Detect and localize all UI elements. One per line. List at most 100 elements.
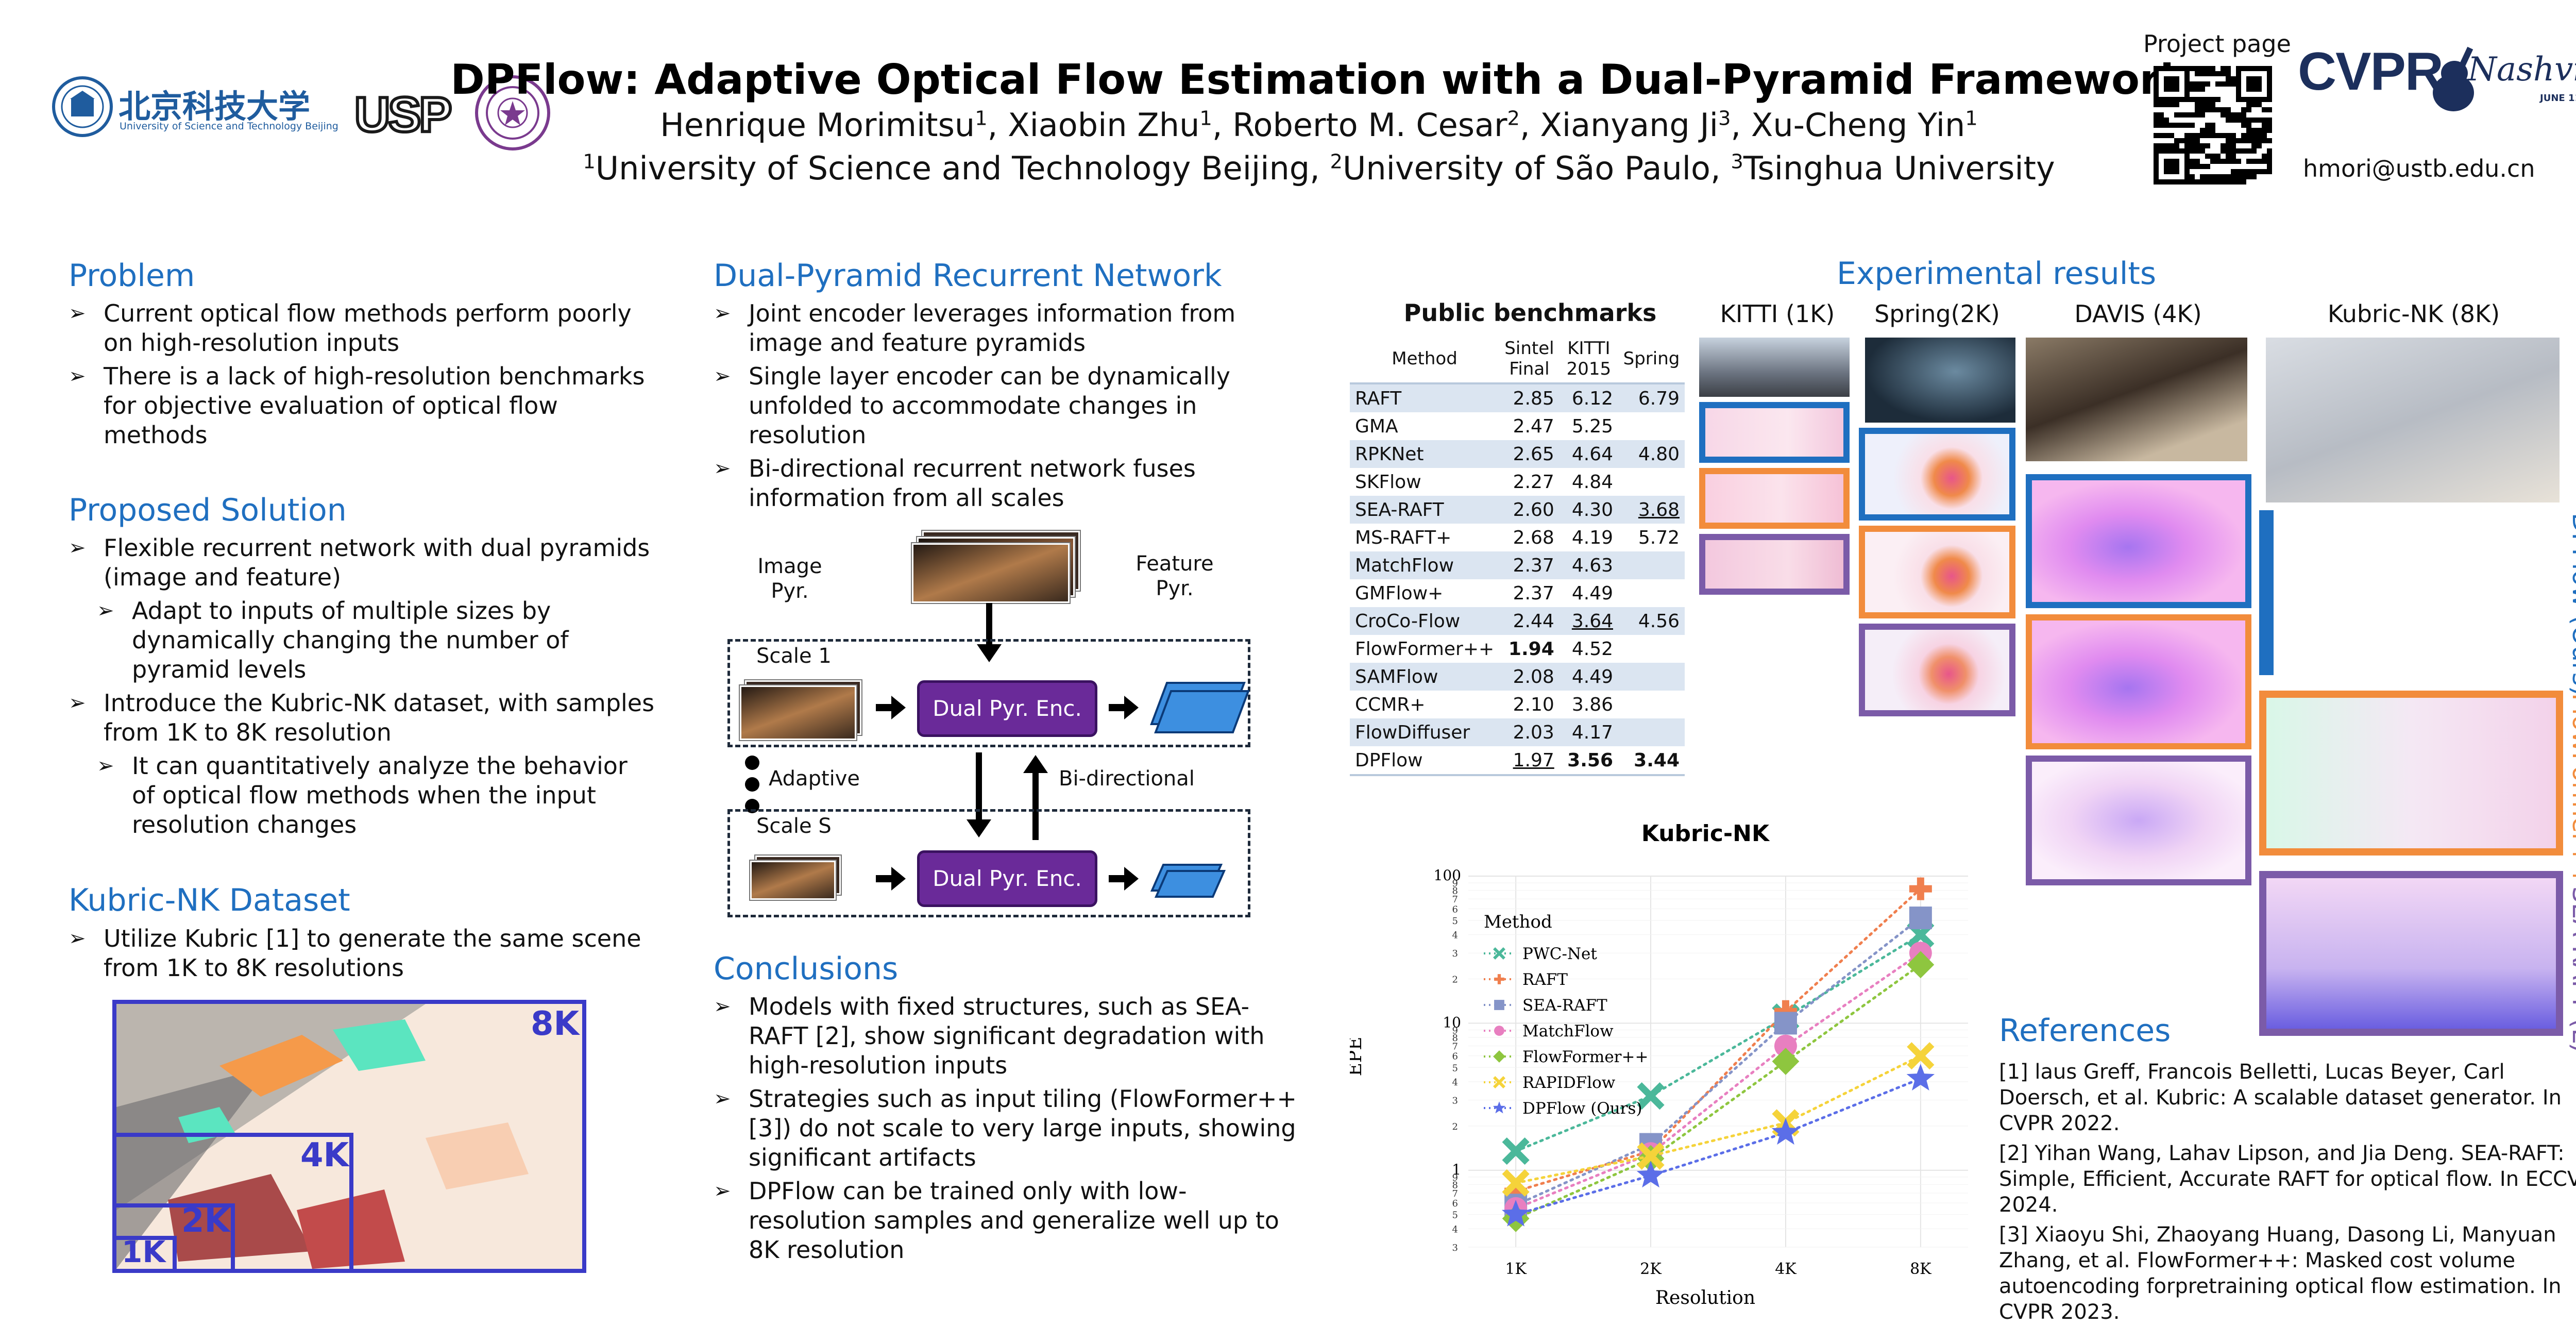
method-cell: GMA xyxy=(1355,415,1398,437)
davis-flowformer-flow xyxy=(2026,614,2251,749)
y-minor-tick-label: 9 xyxy=(1452,1025,1458,1036)
problem-heading: Problem xyxy=(69,258,195,294)
feature-pyramid-icon xyxy=(1150,864,1226,898)
list-item: Models with fixed structures, such as SE… xyxy=(714,992,1301,1080)
references-list: [1] laus Greff, Francois Belletti, Lucas… xyxy=(1999,1059,2576,1325)
chart-series xyxy=(1501,1064,1935,1227)
scale-s-box xyxy=(727,809,1250,917)
value-cell: 4.52 xyxy=(1571,638,1613,660)
arrow-down-icon xyxy=(977,603,1002,662)
label-4k: 4K xyxy=(300,1136,349,1175)
arrow-right-icon xyxy=(876,867,906,891)
value-cell: 4.17 xyxy=(1559,718,1618,746)
conclusions-list: Models with fixed structures, such as SE… xyxy=(714,992,1301,1269)
value-cell: 6.12 xyxy=(1559,383,1618,412)
value-cell: 5.25 xyxy=(1571,415,1613,437)
adaptive-label: Adaptive xyxy=(769,767,860,791)
y-minor-tick-label: 9 xyxy=(1452,878,1458,889)
value-cell: 3.68 xyxy=(1618,496,1685,524)
author-name: Xu-Cheng Yin xyxy=(1751,106,1965,144)
chart-point xyxy=(1636,1161,1665,1188)
kubric-searaft-flow xyxy=(2259,871,2563,1036)
image-pyr-label: Image Pyr. xyxy=(757,555,822,603)
x-tick-label: 2K xyxy=(1640,1260,1662,1278)
arrow-right-icon xyxy=(1109,696,1139,719)
value-cell: 2.60 xyxy=(1499,496,1560,524)
author-list: Henrique Morimitsu1, Xiaobin Zhu1, Rober… xyxy=(660,106,1978,144)
method-cell: RPKNet xyxy=(1350,440,1500,468)
value-cell: 4.49 xyxy=(1571,582,1613,604)
value-cell xyxy=(1618,412,1685,440)
value-cell xyxy=(1618,468,1685,496)
affiliation: University of Science and Technology Bei… xyxy=(595,149,1310,187)
value-cell: 2.10 xyxy=(1513,694,1554,715)
kubric-1k-box xyxy=(112,1236,177,1273)
col-header: KITTI 2015 xyxy=(1559,335,1618,384)
y-minor-tick-label: 2 xyxy=(1452,1121,1458,1132)
y-minor-tick-label: 4 xyxy=(1452,930,1458,941)
legend-label: DPFlow (Ours) xyxy=(1522,1099,1642,1118)
col-header: Method xyxy=(1350,335,1500,384)
feature-pyramid-icon xyxy=(1150,682,1249,733)
value-cell xyxy=(1618,691,1685,718)
label-8k: 8K xyxy=(531,1005,580,1043)
legend-label: RAFT xyxy=(1522,970,1568,989)
col-title-davis: DAVIS (4K) xyxy=(2074,300,2202,328)
chart-ylabel: EPE xyxy=(1350,1037,1366,1077)
dual-pyr-encoder: Dual Pyr. Enc. xyxy=(917,680,1097,737)
chart-point xyxy=(1493,1050,1505,1063)
author-name: Roberto M. Cesar xyxy=(1232,106,1507,144)
y-minor-tick-label: 7 xyxy=(1452,894,1458,905)
project-qr-code[interactable] xyxy=(2154,66,2272,187)
list-item: Current optical flow methods perform poo… xyxy=(69,299,656,358)
legend-label: RAPIDFlow xyxy=(1522,1074,1616,1092)
chart-series-line xyxy=(1514,933,1922,1153)
chart-point xyxy=(1907,1042,1935,1070)
label-1k: 1K xyxy=(122,1234,166,1269)
legend-label: MatchFlow xyxy=(1522,1022,1614,1041)
legend-entry: PWC-Net xyxy=(1484,945,1597,963)
author-name: Xiaobin Zhu xyxy=(1008,106,1200,144)
x-tick-label: 4K xyxy=(1775,1260,1797,1278)
tsinghua-emblem-icon xyxy=(475,75,550,150)
value-cell xyxy=(1618,718,1685,746)
col-title-spring: Spring(2K) xyxy=(1874,300,2000,328)
side-label-searaft: SEA-RAFT (L) xyxy=(2567,886,2576,1053)
chart-point xyxy=(1909,877,1932,900)
x-tick-label: 8K xyxy=(1910,1260,1931,1278)
list-item: DPFlow can be trained only with low-reso… xyxy=(714,1177,1301,1265)
list-item: Joint encoder leverages information from… xyxy=(714,299,1301,358)
kitti-input-image xyxy=(1699,338,1850,397)
value-cell: 3.64 xyxy=(1559,607,1618,635)
col-title-kitti: KITTI (1K) xyxy=(1720,300,1835,328)
list-item: Bi-directional recurrent network fuses i… xyxy=(714,454,1301,513)
y-minor-tick-label: 7 xyxy=(1452,1042,1458,1052)
value-cell xyxy=(1618,663,1685,691)
network-heading: Dual-Pyramid Recurrent Network xyxy=(714,258,1222,294)
value-cell: 2.37 xyxy=(1513,582,1554,604)
legend-label: SEA-RAFT xyxy=(1522,996,1607,1015)
usp-logo: USP xyxy=(353,86,453,144)
method-cell: MatchFlow xyxy=(1350,551,1500,579)
y-minor-tick-label: 5 xyxy=(1452,1063,1458,1074)
qr-code-icon[interactable] xyxy=(2154,66,2272,185)
chart-series-line xyxy=(1514,951,1922,1210)
value-cell: 2.03 xyxy=(1499,718,1560,746)
results-heading: Experimental results xyxy=(1837,256,2157,292)
contact-email[interactable]: hmori@ustb.edu.cn xyxy=(2303,155,2535,182)
method-cell: SEA-RAFT xyxy=(1350,496,1500,524)
kubric-flowformer-flow xyxy=(2259,691,2563,856)
arrow-right-icon xyxy=(876,696,906,719)
y-minor-tick-label: 8 xyxy=(1452,886,1458,897)
legend-label: FlowFormer++ xyxy=(1522,1048,1648,1066)
chart-point xyxy=(1502,1169,1530,1197)
value-cell: 4.84 xyxy=(1571,471,1613,493)
